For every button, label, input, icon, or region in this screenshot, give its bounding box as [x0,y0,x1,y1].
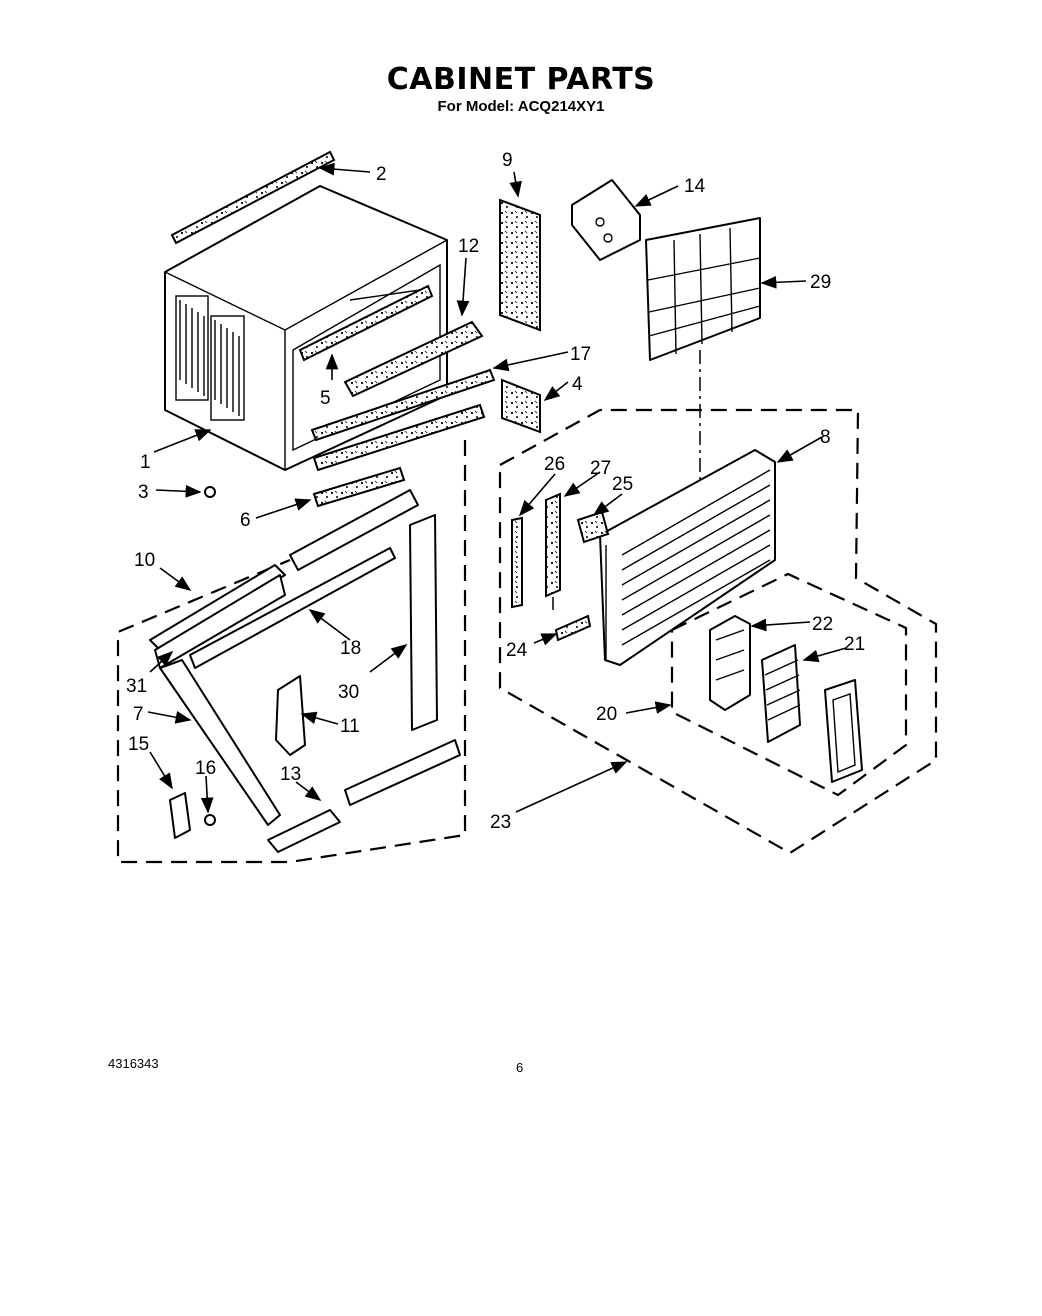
callout-2: 2 [376,164,387,185]
page-number: 6 [516,1060,524,1075]
support-arm-7-part [159,659,281,826]
callout-20: 20 [596,704,617,725]
seal-strip-12-part [343,320,484,398]
seal-strip-6-upper-part [312,403,486,472]
callout-7: 7 [133,704,144,725]
callout-30: 30 [338,682,359,703]
filter-pad-9-part [499,198,541,332]
side-post-30-part [409,514,438,731]
leader-lines [147,162,847,814]
callout-23: 23 [490,812,511,833]
seal-strip-6-part [312,466,406,508]
callout-11: 11 [340,716,360,737]
air-filter-29-part [645,217,761,361]
callout-17: 17 [570,344,591,365]
front-panel-group-outline [498,408,938,855]
callout-14: 14 [684,176,706,197]
callout-18: 18 [340,638,361,659]
callout-13: 13 [280,764,301,785]
angle-bracket-15-part [169,792,191,839]
side-rail-10-part [149,564,286,651]
filter-pad-4-part [501,378,541,434]
callout-1: 1 [140,452,151,473]
model-subtitle: For Model: ACQ214XY1 [437,98,605,115]
seal-strip-5-part [298,284,434,362]
callout-9: 9 [502,150,513,171]
front-grille-8-part [599,449,776,666]
callout-26: 26 [544,454,565,475]
seal-strip-26-part [511,516,523,609]
callout-3: 3 [138,482,149,503]
callout-4: 4 [572,374,583,395]
callout-10: 10 [134,550,155,571]
callout-27: 27 [590,458,611,479]
screw-16-part [204,814,216,826]
callout-6: 6 [240,510,251,531]
callout-21: 21 [844,634,865,655]
callout-25: 25 [612,474,633,495]
seal-strip-27-part [545,492,561,598]
rail-18-part [189,547,396,669]
callout-22: 22 [812,614,833,635]
screw-3-part [204,486,216,498]
callout-24: 24 [506,640,528,661]
clip-11-part [275,675,306,756]
callout-31: 31 [126,676,147,697]
callout-5: 5 [320,388,331,409]
sill-channel-part [344,739,461,806]
seal-strip-17-part [310,368,496,442]
louver-21-part [761,644,801,743]
callout-16: 16 [195,758,216,779]
callout-8: 8 [820,427,831,448]
cabinet-part [164,185,448,471]
top-cap-part [289,489,419,571]
sill-channel-13-part [267,809,341,853]
document-number: 4316343 [108,1056,159,1071]
top-seal-strip-part [170,150,336,245]
callout-12: 12 [458,236,479,257]
deflector-22-part [709,615,751,711]
seal-block-24-part [554,614,592,642]
frame-20-part [824,679,863,783]
callout-29: 29 [810,272,831,293]
air-deflector-group-outline [670,572,908,797]
bracket-14-part [571,179,641,261]
callout-15: 15 [128,734,149,755]
page-title: CABINET PARTS [386,62,656,97]
bracket-kit-group-outline [116,440,467,864]
